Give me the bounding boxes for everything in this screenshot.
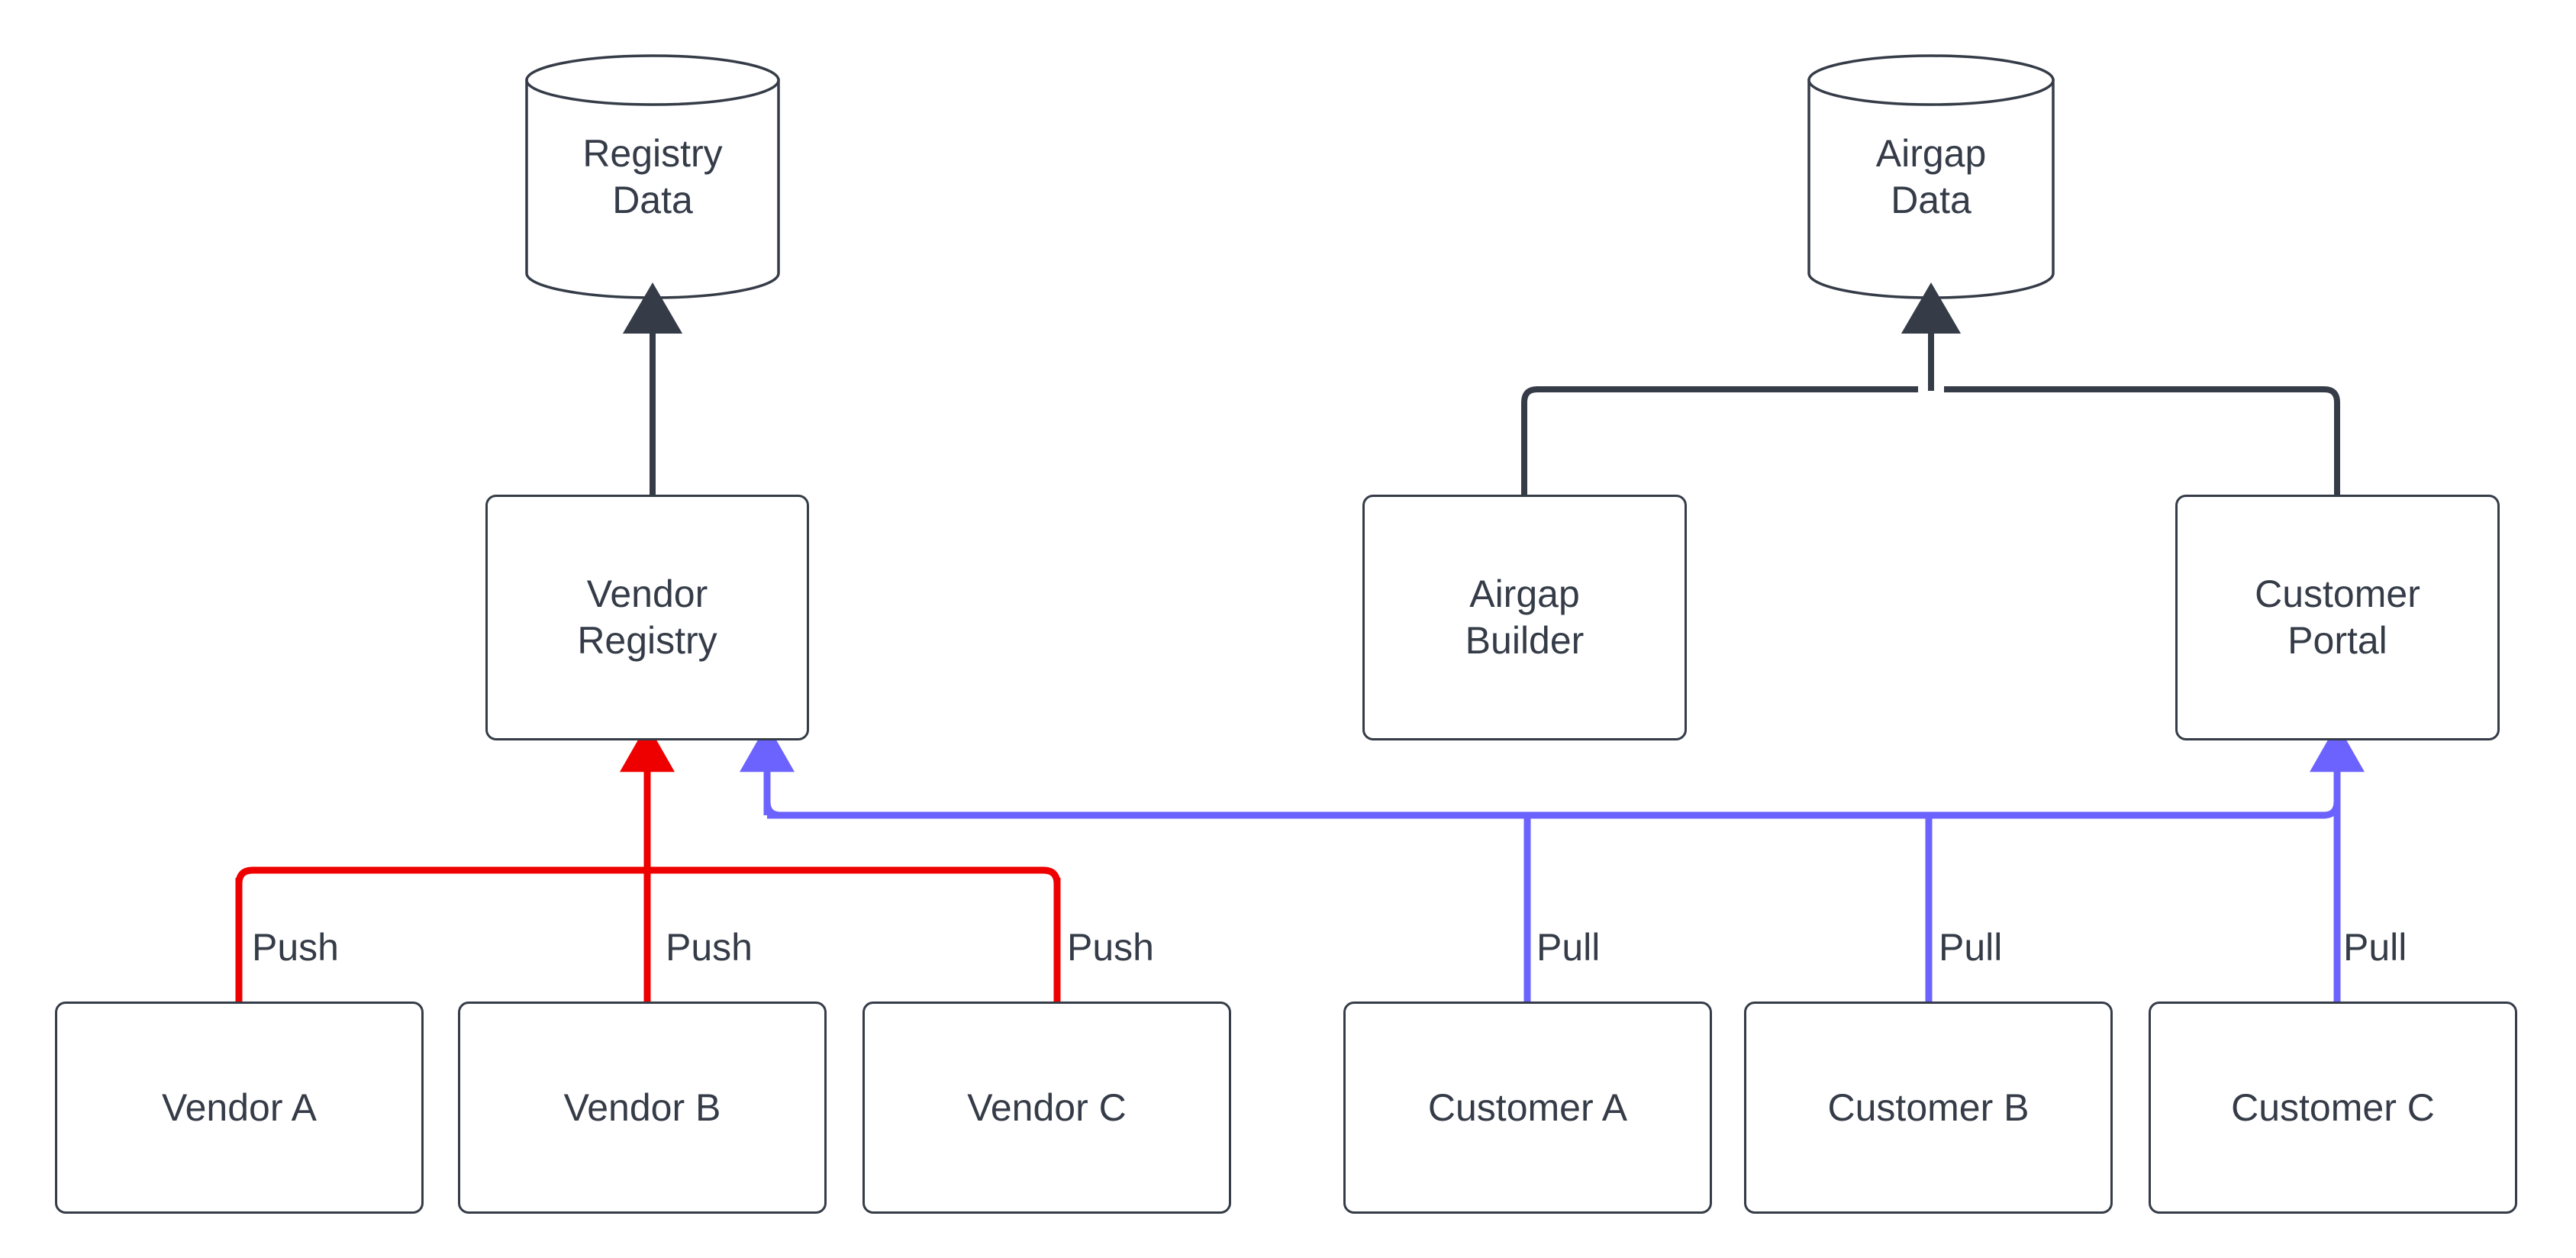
actor-customer-a[interactable]: Customer A <box>1343 1002 1712 1214</box>
service-airgap-builder-line2: Builder <box>1465 619 1585 662</box>
service-customer-portal[interactable]: Customer Portal <box>2175 495 2500 740</box>
edge-label-pull-customer-a-text: Pull <box>1536 926 1601 969</box>
edge-label-push-vendor-c: Push <box>1067 928 1154 966</box>
edge-label-push-vendor-a: Push <box>252 928 339 966</box>
actor-customer-a-label: Customer A <box>1427 1085 1628 1129</box>
service-vendor-registry[interactable]: Vendor Registry <box>485 495 809 740</box>
edge-label-push-vendor-c-text: Push <box>1067 926 1154 969</box>
datastore-airgap-data[interactable]: Airgap Data <box>1809 80 2053 273</box>
actor-customer-c-label: Customer C <box>2231 1085 2435 1129</box>
datastore-airgap-data-line2: Data <box>1891 178 1971 221</box>
actor-customer-b[interactable]: Customer B <box>1744 1002 2113 1214</box>
service-vendor-registry-line1: Vendor <box>586 573 708 615</box>
actor-vendor-a-label: Vendor A <box>162 1085 317 1129</box>
edge-customer-portal-to-airgap-data <box>1944 386 2340 495</box>
actor-vendor-c[interactable]: Vendor C <box>862 1002 1231 1214</box>
actor-vendor-c-label: Vendor C <box>967 1085 1127 1129</box>
edge-label-push-vendor-a-text: Push <box>252 926 339 969</box>
edge-label-pull-customer-b-text: Pull <box>1939 926 2003 969</box>
edge-label-pull-customer-b: Pull <box>1939 928 2002 966</box>
edge-label-push-vendor-b-text: Push <box>666 926 753 969</box>
service-airgap-builder[interactable]: Airgap Builder <box>1362 495 1687 740</box>
datastore-registry-data-line1: Registry <box>582 131 723 175</box>
edge-pull-bus-right-corner <box>2323 801 2341 819</box>
service-customer-portal-line1: Customer <box>2255 573 2420 615</box>
edge-label-pull-customer-a: Pull <box>1536 928 1600 966</box>
actor-customer-b-label: Customer B <box>1827 1085 2030 1129</box>
actor-vendor-b[interactable]: Vendor B <box>458 1002 827 1214</box>
edge-label-pull-customer-c: Pull <box>2343 928 2407 966</box>
cylinder-registry-data <box>525 54 780 299</box>
actor-vendor-b-label: Vendor B <box>563 1085 721 1129</box>
service-vendor-registry-line2: Registry <box>577 619 717 662</box>
datastore-airgap-data-line1: Airgap <box>1875 131 1987 175</box>
service-airgap-builder-line1: Airgap <box>1469 573 1580 615</box>
service-customer-portal-line2: Portal <box>2287 619 2387 662</box>
edge-label-pull-customer-c-text: Pull <box>2343 926 2407 969</box>
actor-vendor-a[interactable]: Vendor A <box>55 1002 424 1214</box>
edge-label-push-vendor-b: Push <box>666 928 753 966</box>
datastore-registry-data-line2: Data <box>612 178 693 221</box>
actor-customer-c[interactable]: Customer C <box>2149 1002 2517 1214</box>
datastore-registry-data[interactable]: Registry Data <box>527 80 779 273</box>
cylinder-airgap-data <box>1807 54 2055 299</box>
edge-airgap-builder-to-airgap-data <box>1521 386 1918 495</box>
